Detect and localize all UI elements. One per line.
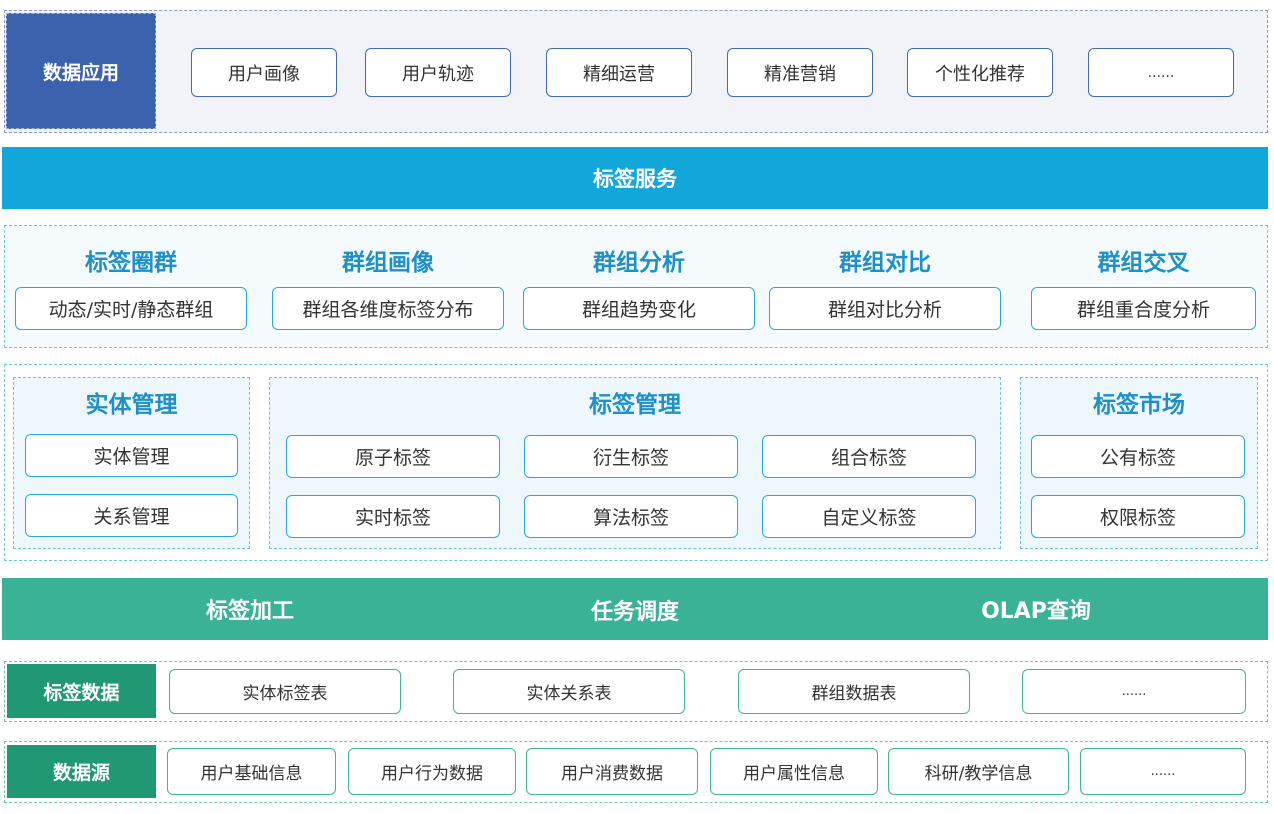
tag-item-derived[interactable]: 衍生标签 (524, 435, 738, 478)
service-bar: 标签服务 (2, 147, 1268, 209)
source-item-more[interactable]: ...... (1080, 748, 1246, 795)
group-item-trend[interactable]: 群组趋势变化 (523, 287, 755, 330)
source-item-user-attribute[interactable]: 用户属性信息 (710, 748, 878, 795)
market-item-public[interactable]: 公有标签 (1031, 435, 1245, 478)
app-item-user-portrait[interactable]: 用户画像 (191, 48, 337, 97)
process-bar (2, 578, 1268, 640)
tag-management-title: 标签管理 (589, 392, 681, 418)
tag-data-label: 标签数据 (7, 664, 156, 718)
tag-item-realtime[interactable]: 实时标签 (286, 495, 500, 538)
tag-data-item-group-data-table[interactable]: 群组数据表 (738, 669, 970, 714)
group-title-cross: 群组交叉 (1097, 250, 1190, 276)
group-title-circle: 标签圈群 (85, 250, 177, 276)
group-item-dynamic[interactable]: 动态/实时/静态群组 (15, 287, 247, 330)
group-title-compare: 群组对比 (839, 250, 931, 276)
app-item-user-trajectory[interactable]: 用户轨迹 (365, 48, 511, 97)
tag-item-algorithm[interactable]: 算法标签 (524, 495, 738, 538)
group-item-compare-analysis[interactable]: 群组对比分析 (769, 287, 1001, 330)
data-source-label: 数据源 (7, 745, 156, 798)
group-item-overlap[interactable]: 群组重合度分析 (1031, 287, 1256, 330)
market-item-permission[interactable]: 权限标签 (1031, 495, 1245, 538)
group-item-dimension-distribution[interactable]: 群组各维度标签分布 (272, 287, 504, 330)
entity-item-relation[interactable]: 关系管理 (25, 494, 238, 537)
app-item-more[interactable]: ...... (1088, 48, 1234, 97)
tag-item-combined[interactable]: 组合标签 (762, 435, 976, 478)
process-item-olap-query: OLAP查询 (981, 599, 1091, 624)
entity-item-entity[interactable]: 实体管理 (25, 434, 238, 477)
tag-data-item-entity-tag-table[interactable]: 实体标签表 (169, 669, 401, 714)
process-item-task-scheduling: 任务调度 (590, 600, 679, 625)
tag-item-atomic[interactable]: 原子标签 (286, 435, 500, 478)
entity-management-title: 实体管理 (85, 392, 178, 418)
tag-data-item-entity-relation-table[interactable]: 实体关系表 (453, 669, 685, 714)
tag-item-custom[interactable]: 自定义标签 (762, 495, 976, 538)
source-item-user-consumption[interactable]: 用户消费数据 (526, 748, 698, 795)
source-item-research-teaching[interactable]: 科研/教学信息 (888, 748, 1069, 795)
tag-data-item-more[interactable]: ...... (1022, 669, 1246, 714)
app-item-fine-operation[interactable]: 精细运营 (546, 48, 692, 97)
app-layer-label: 数据应用 (6, 13, 156, 129)
tag-market-title: 标签市场 (1093, 392, 1185, 418)
app-item-personalized-recommendation[interactable]: 个性化推荐 (907, 48, 1053, 97)
group-title-portrait: 群组画像 (342, 250, 434, 276)
source-item-user-behavior[interactable]: 用户行为数据 (348, 748, 516, 795)
group-title-analysis: 群组分析 (593, 250, 685, 276)
source-item-user-basic[interactable]: 用户基础信息 (167, 748, 336, 795)
process-item-tag-processing: 标签加工 (205, 599, 294, 624)
app-item-precision-marketing[interactable]: 精准营销 (727, 48, 873, 97)
